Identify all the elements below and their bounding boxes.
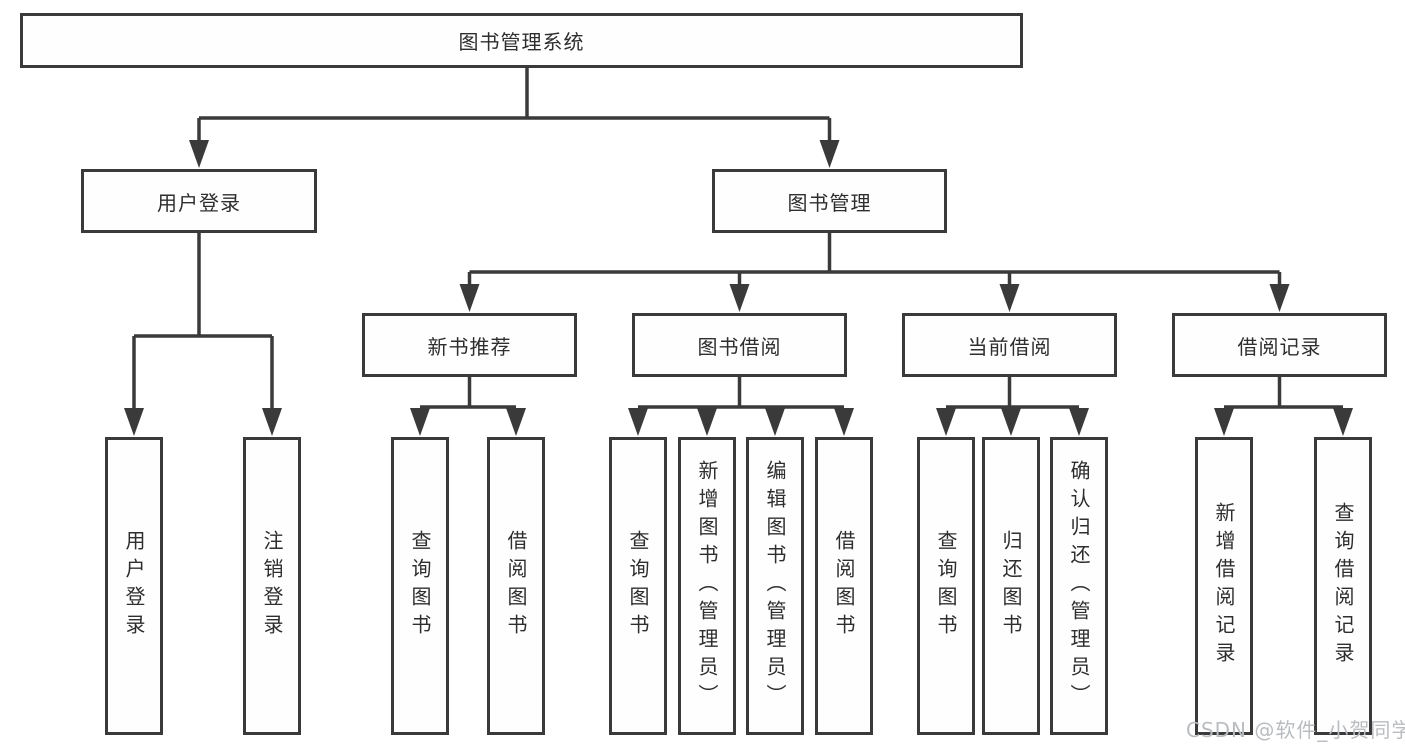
node-label: 借阅图书 [832, 530, 856, 642]
node-borrowing-records: 借阅记录 [1172, 313, 1387, 377]
node-label: 新书推荐 [427, 334, 512, 359]
node-label: 归还图书 [999, 530, 1023, 642]
leaf-confirm-return-admin: 确认归还（管理员） [1050, 437, 1108, 735]
node-label: 用户登录 [157, 190, 241, 215]
node-book-borrowing: 图书借阅 [632, 313, 847, 377]
node-new-book-recommendation: 新书推荐 [362, 313, 577, 377]
node-label: 编辑图书（管理员） [763, 460, 787, 712]
node-label: 查询图书 [934, 530, 958, 642]
leaf-borrowing-borrow-books: 借阅图书 [815, 437, 873, 735]
node-label: 查询借阅记录 [1331, 502, 1355, 670]
leaf-edit-books-admin: 编辑图书（管理员） [746, 437, 804, 735]
leaf-recommend-query-books: 查询图书 [391, 437, 449, 735]
leaf-recommend-borrow-books: 借阅图书 [487, 437, 545, 735]
csdn-watermark: CSDN @软件_小贺同学 [1186, 718, 1405, 742]
node-label: 借阅图书 [504, 530, 528, 642]
node-user-login: 用户登录 [81, 169, 317, 233]
node-current-borrowing: 当前借阅 [902, 313, 1117, 377]
leaf-return-books: 归还图书 [982, 437, 1040, 735]
node-label: 注销登录 [260, 530, 284, 642]
node-label: 新增借阅记录 [1212, 502, 1236, 670]
node-label: 借阅记录 [1237, 334, 1322, 359]
node-label: 图书借阅 [697, 334, 782, 359]
node-label: 用户登录 [122, 530, 146, 642]
leaf-user-login: 用户登录 [105, 437, 163, 735]
leaf-add-books-admin: 新增图书（管理员） [678, 437, 736, 735]
leaf-add-borrow-record: 新增借阅记录 [1195, 437, 1253, 735]
node-library-management-system: 图书管理系统 [20, 13, 1023, 68]
leaf-query-borrow-record: 查询借阅记录 [1314, 437, 1372, 735]
node-label: 当前借阅 [967, 334, 1052, 359]
node-book-management: 图书管理 [712, 169, 947, 233]
node-label: 查询图书 [626, 530, 650, 642]
leaf-logout: 注销登录 [243, 437, 301, 735]
leaf-borrowing-query-books: 查询图书 [609, 437, 667, 735]
node-label: 新增图书（管理员） [695, 460, 719, 712]
node-label: 图书管理系统 [458, 30, 585, 54]
leaf-current-query-books: 查询图书 [917, 437, 975, 735]
node-label: 确认归还（管理员） [1067, 460, 1091, 712]
node-label: 图书管理 [787, 190, 872, 215]
node-label: 查询图书 [408, 530, 432, 642]
